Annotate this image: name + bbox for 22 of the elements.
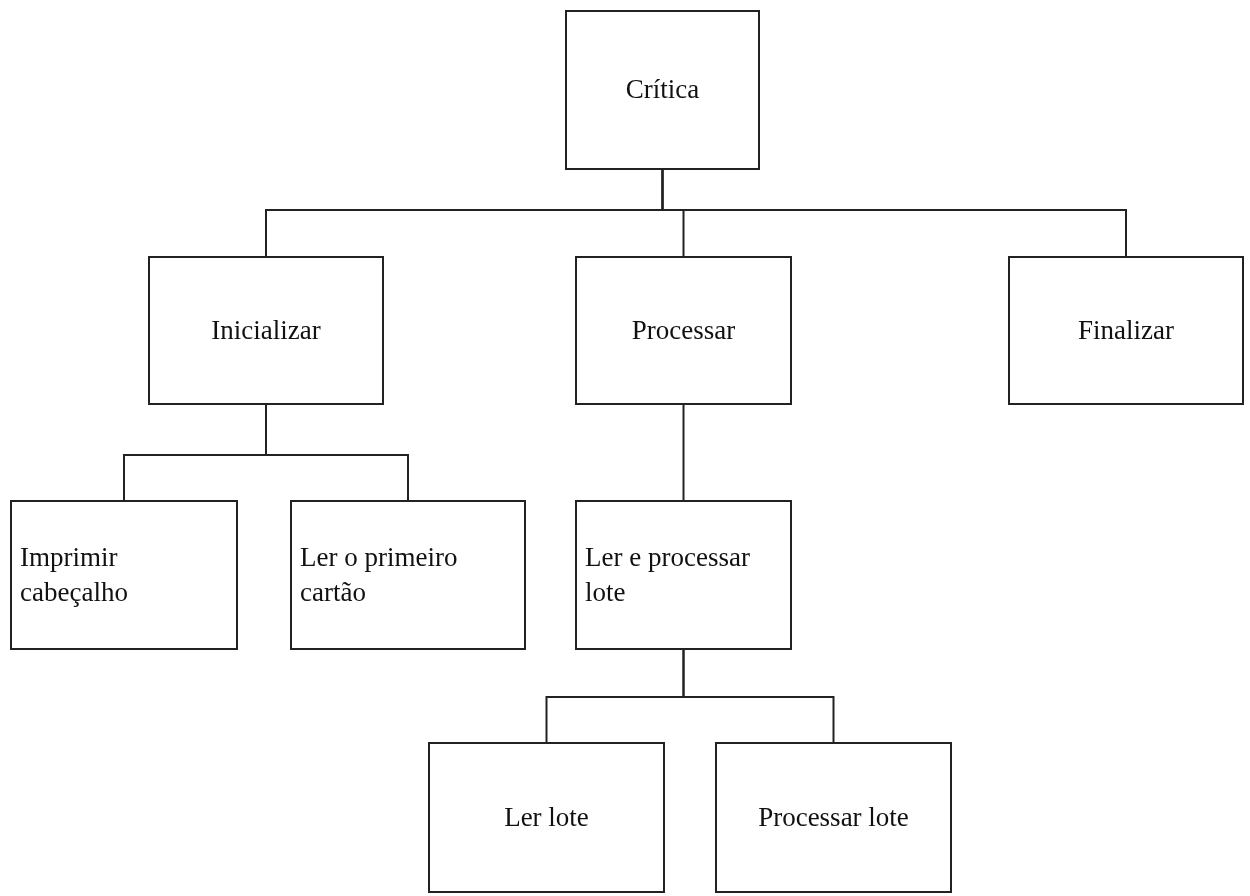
connector-line bbox=[661, 169, 1127, 257]
connector-line bbox=[265, 404, 409, 501]
box-label: Processar bbox=[631, 313, 736, 347]
process-box bbox=[290, 500, 526, 650]
box-label: Finalizar bbox=[1078, 313, 1174, 347]
box-label: Inicializar bbox=[211, 313, 321, 347]
process-box bbox=[575, 256, 792, 405]
connector-line bbox=[682, 404, 685, 501]
box-label: Ler e processar lote bbox=[585, 540, 751, 609]
box-label: Ler lote bbox=[504, 800, 589, 834]
process-box bbox=[565, 10, 760, 170]
process-box bbox=[10, 500, 238, 650]
box-label: Processar lote bbox=[758, 800, 909, 834]
process-box bbox=[575, 500, 792, 650]
process-box bbox=[715, 742, 952, 893]
process-box bbox=[148, 256, 384, 405]
process-box bbox=[428, 742, 665, 893]
box-label: Imprimir cabeçalho bbox=[20, 540, 129, 609]
box-label: Ler o primeiro cartão bbox=[300, 540, 459, 609]
connector-line bbox=[682, 649, 835, 743]
process-box bbox=[1008, 256, 1244, 405]
box-label: Crítica bbox=[625, 73, 700, 107]
